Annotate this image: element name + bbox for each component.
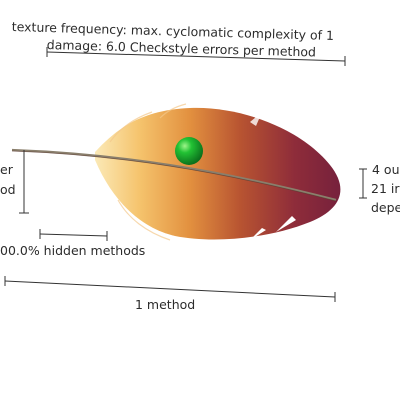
feather-strands xyxy=(109,103,187,241)
right-label-line2: 21 ir xyxy=(371,181,400,196)
hidden-methods-bracket xyxy=(39,229,108,241)
feather-notch-top xyxy=(250,112,262,126)
feather-shaft xyxy=(11,148,337,202)
length-label: 1 method xyxy=(135,297,196,312)
top-dimension-line xyxy=(46,47,346,66)
left-label-line2: od xyxy=(0,182,16,197)
bottom-dimension-line xyxy=(4,276,336,302)
feather-glyph xyxy=(11,103,341,241)
green-sphere-icon xyxy=(175,137,203,165)
right-height-bracket xyxy=(359,168,367,199)
left-label-line1: er xyxy=(0,162,13,177)
feather-notches xyxy=(250,216,296,240)
right-label-line3: depe xyxy=(371,200,400,215)
left-height-bracket xyxy=(19,150,29,214)
hidden-methods-label: 00.0% hidden methods xyxy=(0,243,146,258)
right-label-line1: 4 ou xyxy=(372,162,400,177)
